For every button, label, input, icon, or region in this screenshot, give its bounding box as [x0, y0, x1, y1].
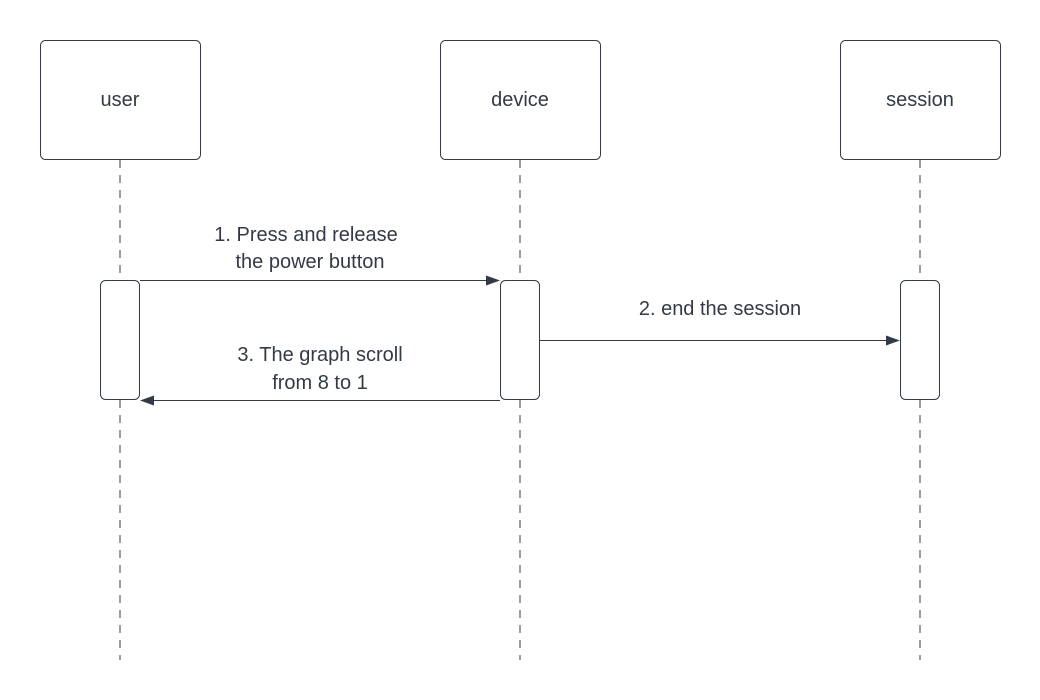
participant-label-session: session: [886, 89, 954, 111]
participant-device[interactable]: device: [440, 40, 601, 160]
message-1-label-line-1: 1. Press and release: [214, 224, 397, 246]
message-3-label-line-2: from 8 to 1: [272, 372, 368, 394]
participant-box-user: [40, 40, 201, 160]
message-3-label-line-1: 3. The graph scroll: [237, 344, 402, 366]
message-1-arrowhead: [486, 275, 500, 286]
activation-bar-device: [500, 280, 540, 400]
participant-box-device: [440, 40, 601, 160]
message-2-label-line-1: 2. end the session: [639, 298, 801, 320]
participant-label-device: device: [491, 89, 549, 111]
message-3[interactable]: 3. The graph scroll from 8 to 1: [140, 344, 500, 406]
message-2-arrowhead: [886, 335, 900, 346]
activation-bar-session: [900, 280, 940, 400]
message-3-arrowhead: [140, 395, 154, 406]
participant-user[interactable]: user: [40, 40, 201, 160]
message-2[interactable]: 2. end the session: [540, 298, 900, 346]
participant-label-user: user: [101, 89, 140, 111]
message-1[interactable]: 1. Press and release the power button: [140, 224, 500, 286]
message-1-label-line-2: the power button: [236, 251, 385, 273]
participant-session[interactable]: session: [840, 40, 1001, 160]
participant-box-session: [840, 40, 1001, 160]
activation-bar-user: [100, 280, 140, 400]
